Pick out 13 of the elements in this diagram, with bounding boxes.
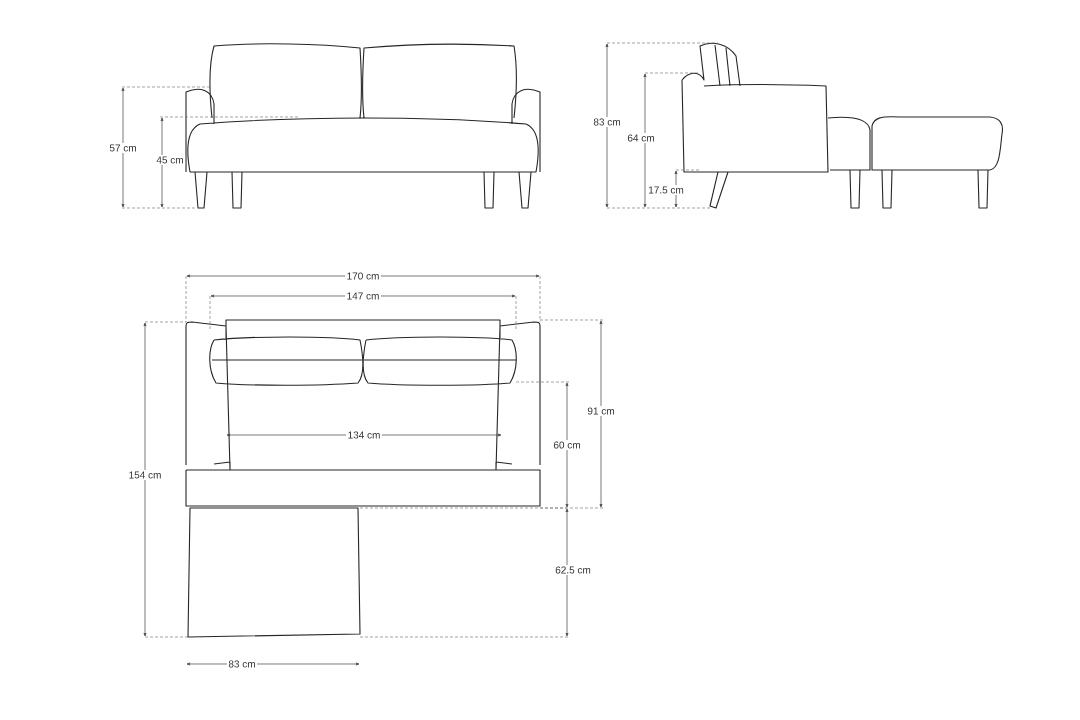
dimension-label: 45 cm bbox=[154, 155, 186, 165]
dimension-label: 83 cm bbox=[226, 658, 258, 670]
dimension-label: 170 cm bbox=[345, 270, 381, 282]
dimension-label: 147 cm bbox=[345, 291, 381, 301]
dimension-label: 17.5 cm bbox=[646, 185, 686, 195]
dimension-label: 64 cm bbox=[625, 132, 657, 144]
dimension-label: 91 cm bbox=[585, 405, 617, 417]
dimension-label: 62.5 cm bbox=[553, 564, 593, 576]
dimension-label: 60 cm bbox=[551, 439, 583, 451]
dimension-label: 134 cm bbox=[346, 429, 382, 441]
dimension-label: 57 cm bbox=[107, 143, 139, 153]
dimension-label: 154 cm bbox=[127, 470, 163, 480]
dimension-label: 83 cm bbox=[591, 116, 623, 128]
